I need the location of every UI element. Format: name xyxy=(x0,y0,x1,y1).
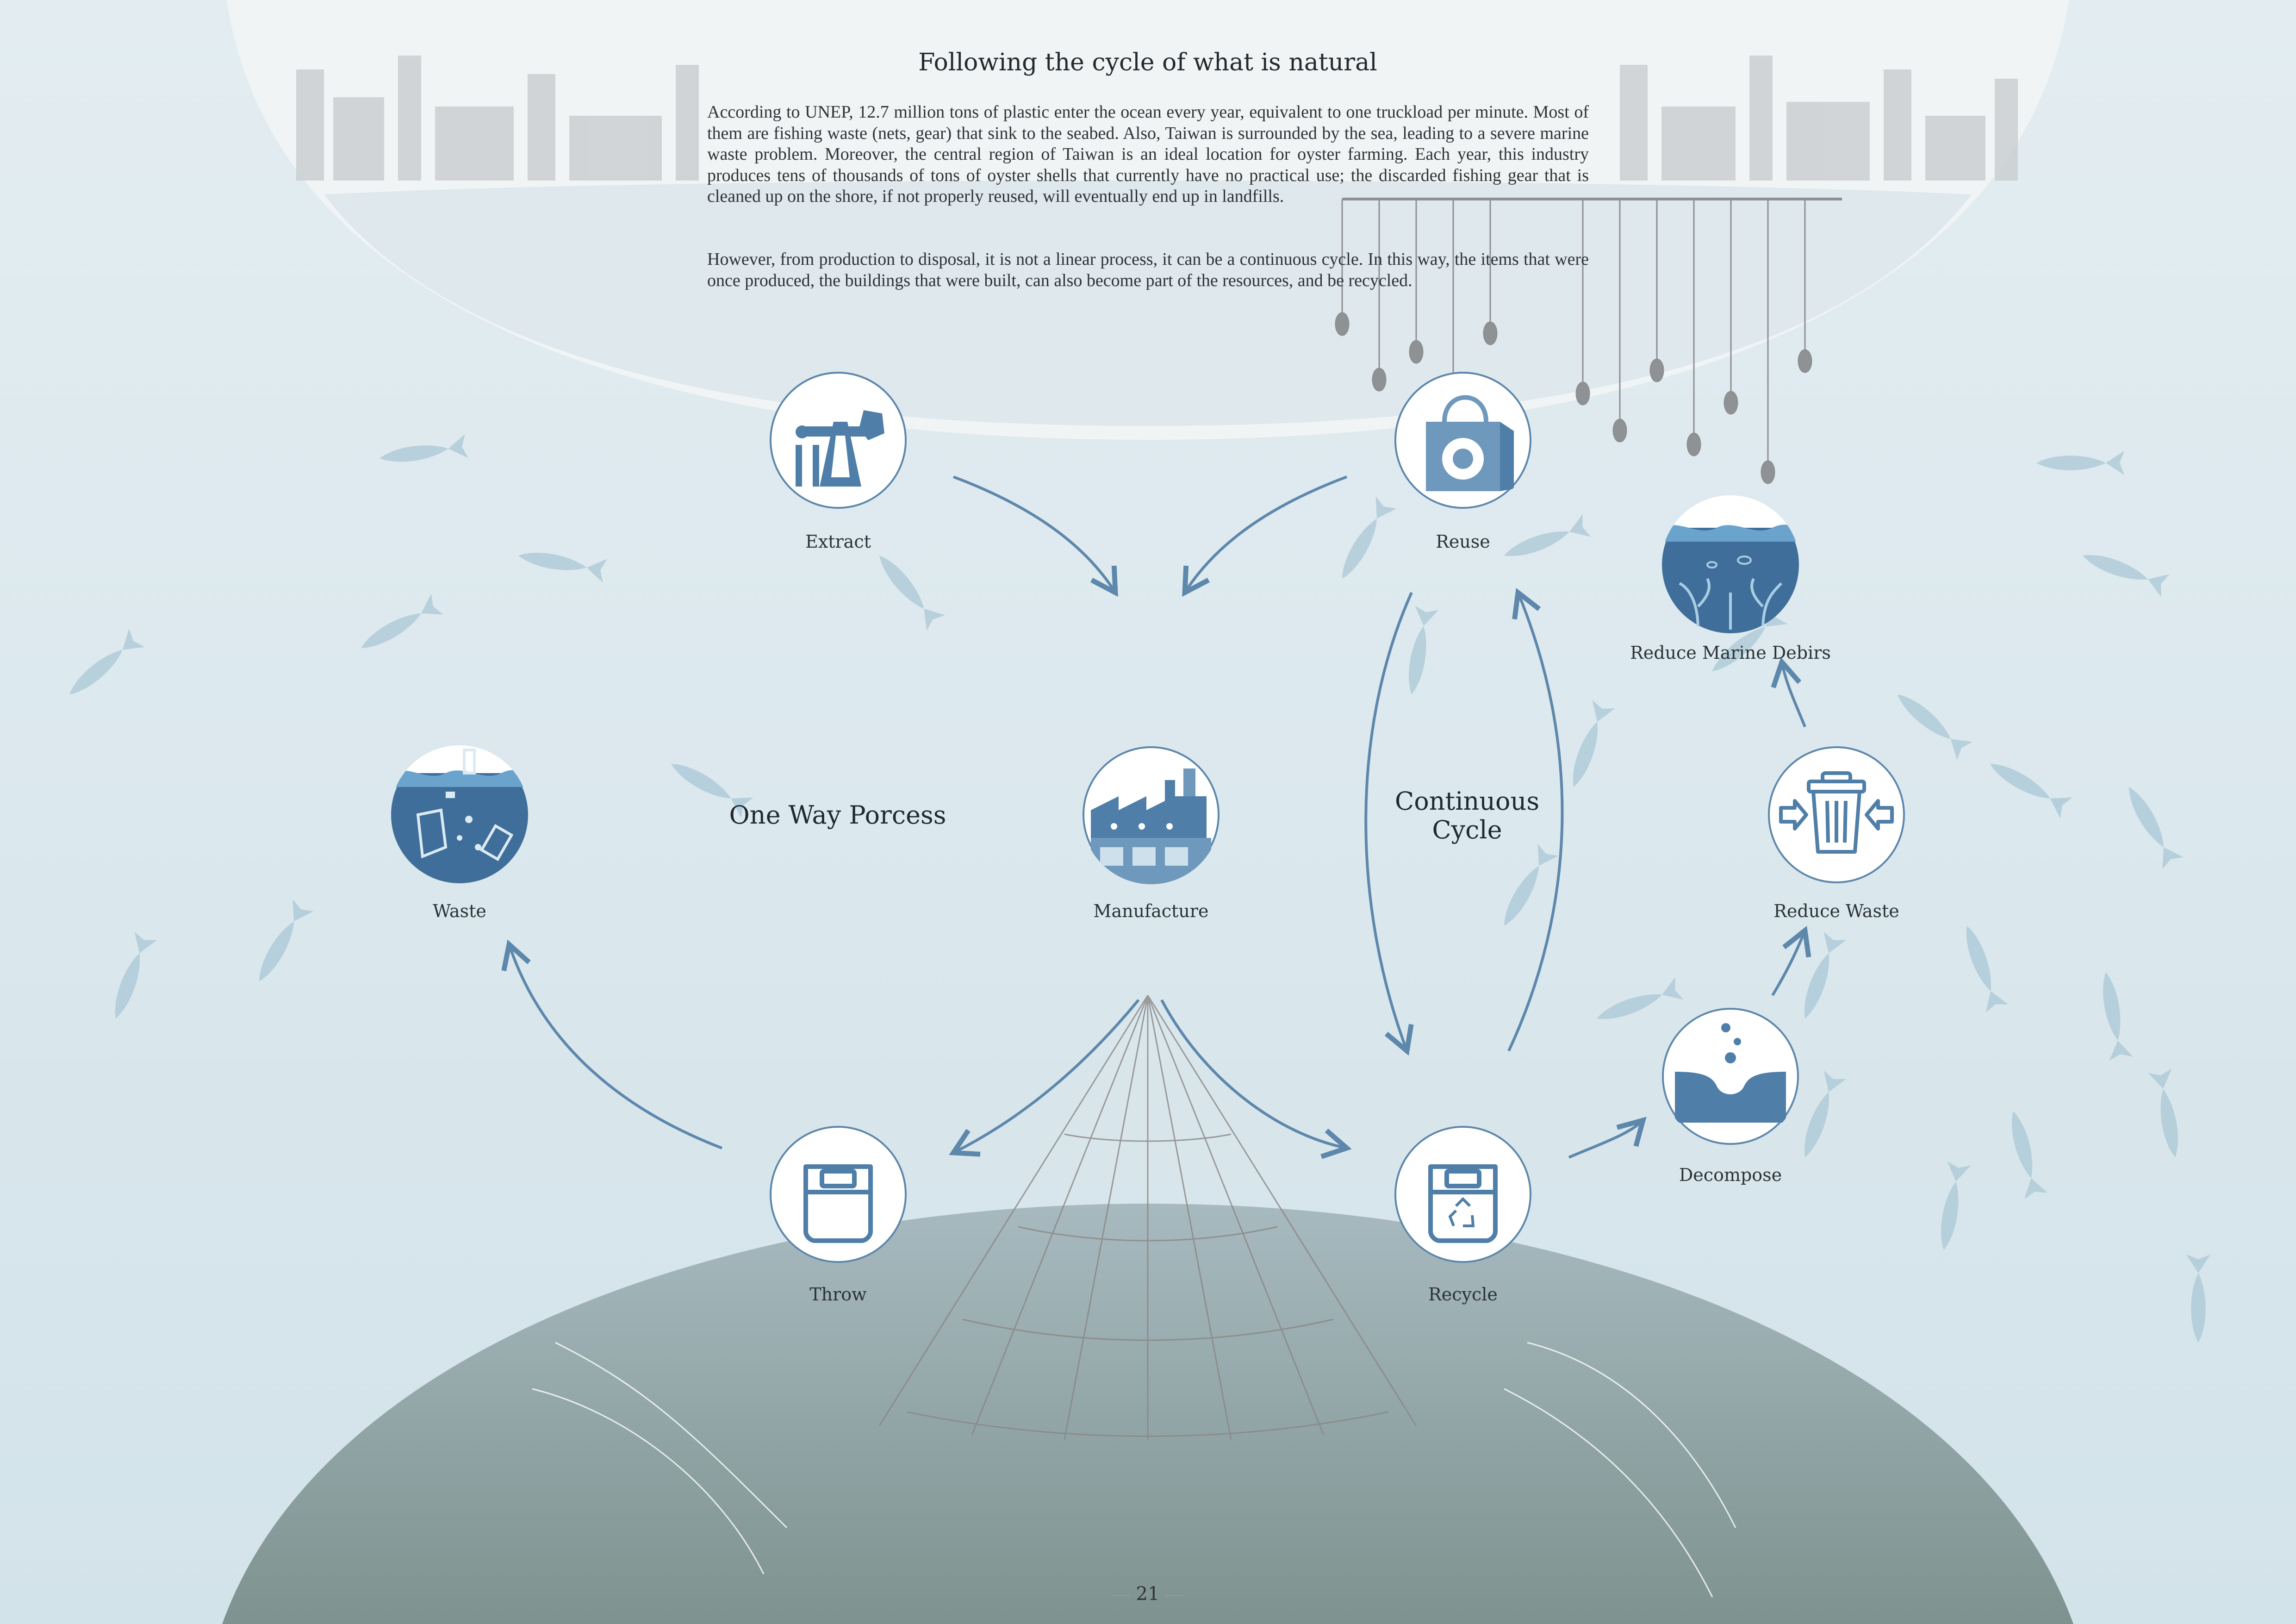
page-title: Following the cycle of what is natural xyxy=(708,49,1587,76)
reuse-label: Reuse xyxy=(1301,531,1625,552)
waste-node[interactable] xyxy=(390,745,529,884)
reduce-waste-node[interactable] xyxy=(1767,745,1906,884)
manufacture-node[interactable] xyxy=(1082,745,1220,884)
recycle-label: Recycle xyxy=(1301,1284,1625,1305)
clean-ocean-icon xyxy=(1661,495,1800,634)
one-way-process-label: One Way Porcess xyxy=(694,801,981,830)
extract-node[interactable] xyxy=(769,371,908,510)
ocean-waste-icon xyxy=(390,745,529,884)
manufacture-label: Manufacture xyxy=(989,901,1313,921)
throw-label: Throw xyxy=(676,1284,1000,1305)
decompose-icon xyxy=(1661,1007,1800,1146)
trash-bin-icon xyxy=(769,1125,908,1264)
oil-pump-icon xyxy=(769,371,908,510)
extract-label: Extract xyxy=(676,531,1000,552)
decompose-label: Decompose xyxy=(1568,1165,1892,1185)
recycle-bin-icon xyxy=(1394,1125,1532,1264)
reduce-marine-debris-node[interactable] xyxy=(1661,495,1800,634)
reduce-waste-label: Reduce Waste xyxy=(1674,901,1998,921)
throw-node[interactable] xyxy=(769,1125,908,1264)
decompose-node[interactable] xyxy=(1661,1007,1800,1146)
continuous-cycle-label: Continuous Cycle xyxy=(1370,787,1564,844)
reusable-bag-icon xyxy=(1394,371,1532,510)
intro-paragraph: According to UNEP, 12.7 million tons of … xyxy=(707,102,1589,207)
page-number: 21 xyxy=(1101,1583,1194,1605)
recycle-node[interactable] xyxy=(1394,1125,1532,1264)
cycle-paragraph: However, from production to disposal, it… xyxy=(707,249,1589,291)
compress-bin-icon xyxy=(1767,745,1906,884)
reuse-node[interactable] xyxy=(1394,371,1532,510)
reduce-marine-debris-label: Reduce Marine Debirs xyxy=(1568,643,1892,663)
factory-icon xyxy=(1082,745,1220,884)
waste-label: Waste xyxy=(298,901,622,921)
